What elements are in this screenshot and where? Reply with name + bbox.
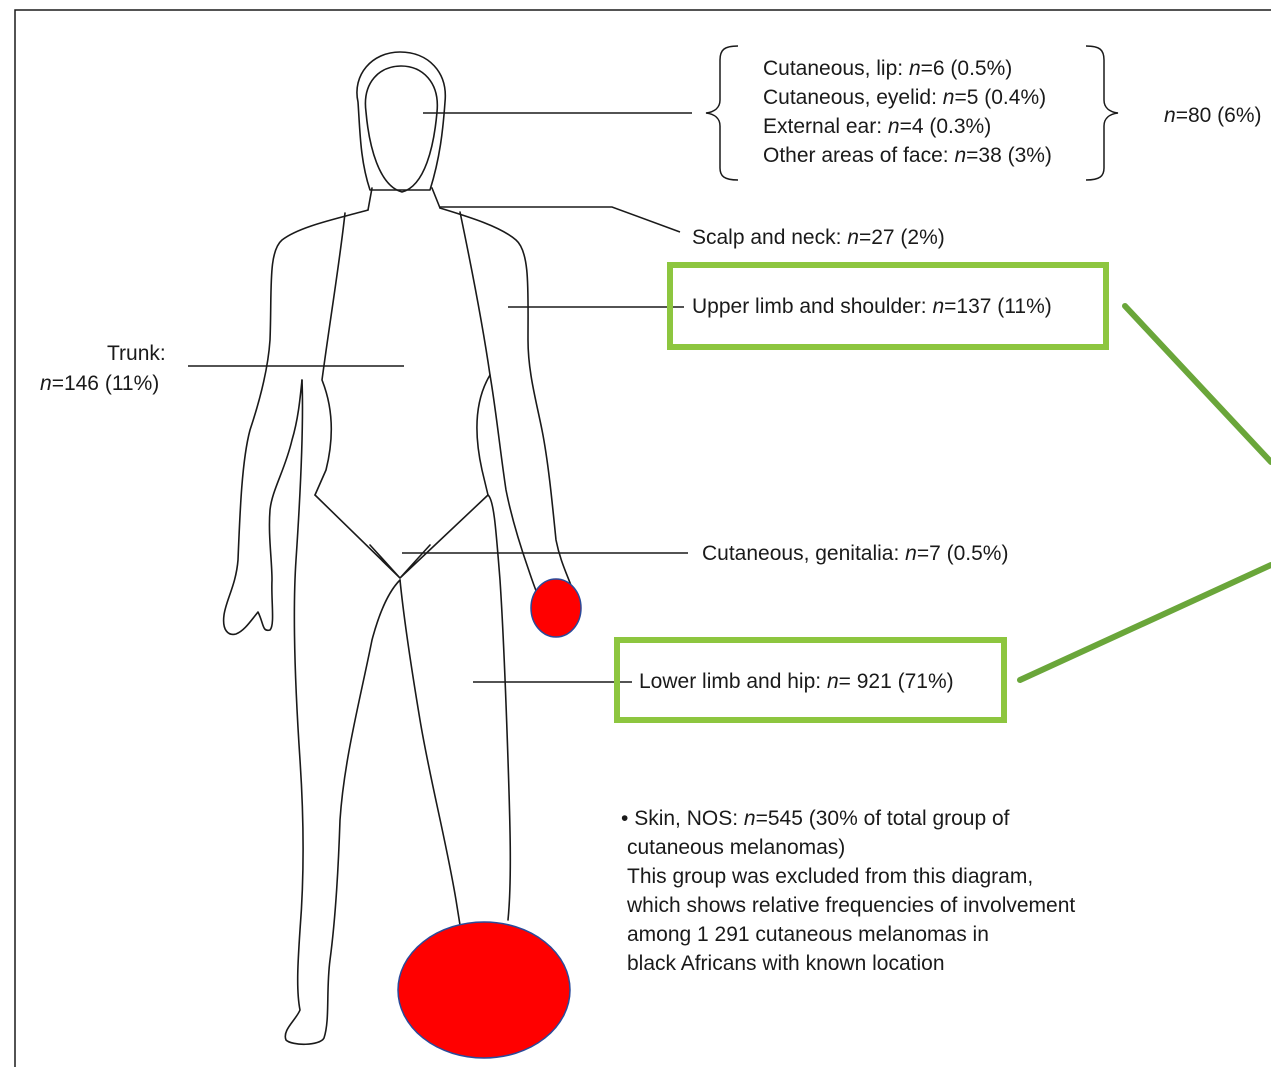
highlight-arrows [1020,306,1271,680]
right-shoulder [440,208,572,588]
label-text: Lower limb and hip: [639,670,827,693]
trunk-value-label: n=146 (11%) [40,370,159,397]
value-text: =5 (0.4%) [954,86,1046,109]
label-text: External ear: [763,115,888,138]
value-text: =38 (3%) [966,144,1052,167]
genitalia-label: Cutaneous, genitalia: n=7 (0.5%) [702,540,1008,567]
value-text: =27 (2%) [859,226,945,249]
note-line-6: black Africans with known location [621,949,1075,978]
note-prefix: Skin, NOS: [628,807,744,830]
label-text: Upper limb and shoulder: [692,295,932,318]
face-outline [365,66,437,192]
note-line-2: cutaneous melanomas) [621,833,1075,862]
face-item-lip: Cutaneous, lip: n=6 (0.5%) [763,54,1052,83]
n-symbol: n [943,86,955,109]
trunk-title: Trunk: [107,340,166,367]
face-subsites-list: Cutaneous, lip: n=6 (0.5%) Cutaneous, ey… [763,54,1052,170]
face-item-other: Other areas of face: n=38 (3%) [763,141,1052,170]
n-symbol: n [954,144,966,167]
scalp-neck-label: Scalp and neck: n=27 (2%) [692,224,945,251]
note-line-5: among 1 291 cutaneous melanomas in [621,920,1075,949]
n-symbol: n [1164,104,1176,127]
hand-marker [531,579,581,637]
n-symbol: n [40,372,52,395]
value-text: =4 (0.3%) [900,115,992,138]
upper-arrow [1125,306,1271,462]
brief-outline [315,495,488,578]
hair-outline [357,52,445,190]
note-line-1: • Skin, NOS: n=545 (30% of total group o… [621,804,1075,833]
label-text: Cutaneous, lip: [763,57,909,80]
face-total-label: n=80 (6%) [1164,102,1261,129]
value-text: = 921 (71%) [839,670,954,693]
label-text: Scalp and neck: [692,226,847,249]
face-item-eyelid: Cutaneous, eyelid: n=5 (0.4%) [763,83,1052,112]
value-text: =137 (11%) [944,295,1052,318]
left-strap [315,213,345,495]
left-brace [706,46,738,180]
note-line-4: which shows relative frequencies of invo… [621,891,1075,920]
upper-limb-label: Upper limb and shoulder: n=137 (11%) [692,293,1052,320]
n-symbol: n [827,670,839,693]
n-symbol: n [847,226,859,249]
label-text: Other areas of face: [763,144,954,167]
foot-marker [398,922,570,1058]
value-text: =7 (0.5%) [917,542,1009,565]
n-symbol: n [909,57,921,80]
body-outline [224,52,572,1044]
n-symbol: n [905,542,917,565]
face-item-ear: External ear: n=4 (0.3%) [763,112,1052,141]
left-leg [285,380,400,1044]
lower-limb-label: Lower limb and hip: n= 921 (71%) [639,668,954,695]
n-symbol: n [932,295,944,318]
label-text: Cutaneous, genitalia: [702,542,905,565]
n-symbol: n [888,115,900,138]
n-symbol: n [744,807,756,830]
note-line-3: This group was excluded from this diagra… [621,862,1075,891]
value-text: =80 (6%) [1176,104,1262,127]
label-text: Cutaneous, eyelid: [763,86,943,109]
value-text: =6 (0.5%) [921,57,1013,80]
note-value: =545 (30% of total group of [756,807,1010,830]
right-brace [1086,46,1118,180]
value-text: =146 (11%) [52,372,160,395]
skin-nos-note: • Skin, NOS: n=545 (30% of total group o… [621,804,1075,978]
lower-arrow [1020,565,1271,680]
right-arm [490,375,540,600]
leader-lines [188,113,692,682]
right-strap [460,212,490,495]
